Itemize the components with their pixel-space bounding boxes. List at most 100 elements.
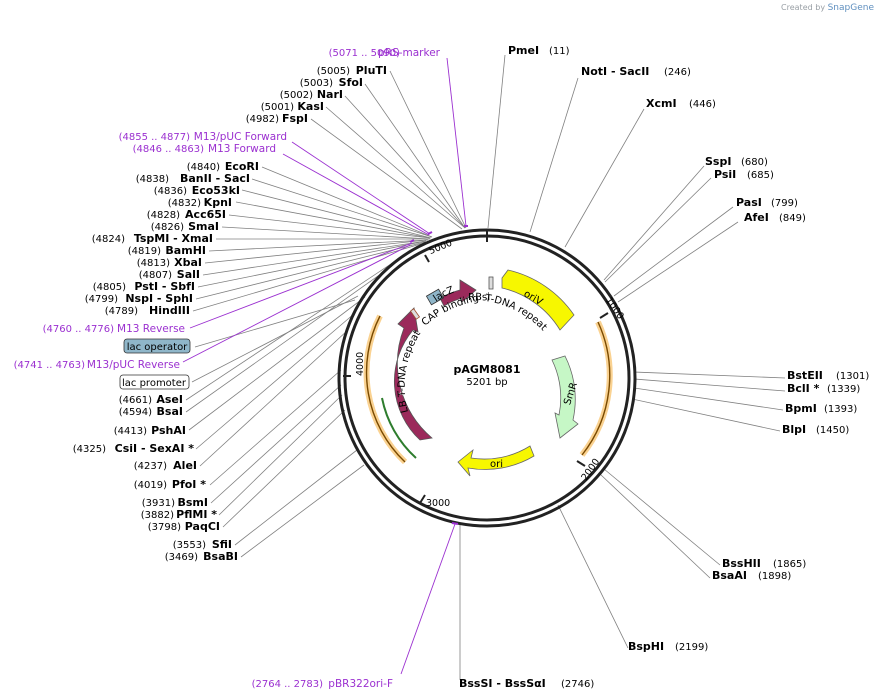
primer-m13puc-name[interactable]: M13/pUC Forward <box>194 131 287 143</box>
primer-pbr-range: (2764 .. 2783) <box>252 679 324 690</box>
tick-4000: 4000 <box>355 352 366 376</box>
site-bsteii-pos: (1301) <box>836 371 869 382</box>
site-bsshii[interactable]: BssHII <box>722 557 761 570</box>
site-bsaai[interactable]: BsaAI <box>712 569 747 582</box>
site-csii[interactable]: CsiI - SexAI * <box>115 442 195 455</box>
site-bsai[interactable]: BsaI <box>157 405 183 418</box>
tick-3000: 3000 <box>426 498 450 509</box>
site-eco53[interactable]: Eco53kI <box>192 184 240 197</box>
site-sali[interactable]: SalI <box>177 268 200 281</box>
site-bsshii-pos: (1865) <box>773 559 806 570</box>
site-pmei[interactable]: PmeI <box>508 44 539 57</box>
site-smai[interactable]: SmaI <box>188 220 219 233</box>
primer-m13pucr-name[interactable]: M13/pUC Reverse <box>87 359 180 371</box>
orange-arc-left-line <box>365 315 406 463</box>
tick-2000: 2000 <box>579 457 602 483</box>
site-kasi[interactable]: KasI <box>297 100 324 113</box>
site-sfii[interactable]: SfiI <box>212 538 232 551</box>
primer-m13r-name[interactable]: M13 Reverse <box>117 323 185 335</box>
site-kasi-pos: (5001) <box>261 102 294 113</box>
site-pflmi[interactable]: PflMI * <box>176 508 217 521</box>
site-nspi-pos: (4799) <box>85 294 118 305</box>
site-alei-pos: (4237) <box>134 461 167 472</box>
position-ticks <box>343 230 609 504</box>
site-bsphi[interactable]: BspHI <box>628 640 664 653</box>
site-xcmi-pos: (446) <box>689 99 716 110</box>
site-pshai[interactable]: PshAI <box>151 424 186 437</box>
site-ecori-pos: (4840) <box>187 162 220 173</box>
site-sspi[interactable]: SspI <box>705 155 731 168</box>
site-pasi-pos: (799) <box>771 198 798 209</box>
feature-lac-operator-mark <box>425 288 445 306</box>
primer-prs-range: (5071 .. 5090) <box>329 48 401 59</box>
site-bpmi-pos: (1393) <box>824 404 857 415</box>
feature-lacZ[interactable] <box>439 279 477 307</box>
feature-trfA[interactable] <box>393 307 433 441</box>
site-hindiii[interactable]: HindIII <box>149 304 190 317</box>
site-xbai-pos: (4813) <box>137 258 170 269</box>
feature-ori[interactable] <box>457 445 535 477</box>
site-pasi[interactable]: PasI <box>736 196 762 209</box>
site-sali-pos: (4807) <box>139 270 172 281</box>
site-xcmi[interactable]: XcmI <box>646 97 677 110</box>
site-fspi-pos: (4982) <box>246 114 279 125</box>
site-asei-pos: (4661) <box>119 395 152 406</box>
feature-oriV[interactable] <box>501 269 575 331</box>
site-psii[interactable]: PsiI <box>714 168 736 181</box>
site-bsmi-pos: (3931) <box>142 498 175 509</box>
primer-leaders <box>182 57 467 675</box>
primer-m13f-range: (4846 .. 4863) <box>133 144 205 155</box>
site-pfoi[interactable]: PfoI * <box>172 478 206 491</box>
primer-pbr-name[interactable]: pBR322ori-F <box>328 678 393 690</box>
site-bamhi[interactable]: BamHI <box>165 244 206 257</box>
plasmid-name: pAGM8081 <box>454 363 521 376</box>
site-pfoi-pos: (4019) <box>134 480 167 491</box>
site-psti[interactable]: PstI - SbfI <box>134 280 195 293</box>
site-blpi[interactable]: BlpI <box>782 423 806 436</box>
primer-m13f-name[interactable]: M13 Forward <box>208 143 276 155</box>
site-pshai-pos: (4413) <box>114 426 147 437</box>
site-bsabi-pos: (3469) <box>165 552 198 563</box>
site-xbai[interactable]: XbaI <box>174 256 202 269</box>
site-nari[interactable]: NarI <box>317 88 343 101</box>
site-banii[interactable]: BanII - SacI <box>180 172 250 185</box>
site-fspi[interactable]: FspI <box>282 112 308 125</box>
site-noti[interactable]: NotI - SacII <box>581 65 649 78</box>
site-bsphi-pos: (2199) <box>675 642 708 653</box>
site-paqci[interactable]: PaqCI <box>185 520 220 533</box>
site-afei[interactable]: AfeI <box>744 211 769 224</box>
site-nspi[interactable]: NspI - SphI <box>125 292 193 305</box>
site-sspi-pos: (680) <box>741 157 768 168</box>
site-psii-pos: (685) <box>747 170 774 181</box>
site-bsabi[interactable]: BsaBI <box>203 550 238 563</box>
site-acc65[interactable]: Acc65I <box>185 208 226 221</box>
primer-marks <box>409 225 468 525</box>
lac-operator-box[interactable] <box>123 338 191 354</box>
site-pmei-pos: (11) <box>549 46 570 57</box>
site-bsssi-pos: (2746) <box>561 679 594 690</box>
site-sfoi-pos: (5003) <box>300 78 333 89</box>
site-asei[interactable]: AseI <box>156 393 183 406</box>
orange-arc-right-line <box>581 321 611 456</box>
site-plut[interactable]: PluTI <box>356 64 387 77</box>
site-eco53-pos: (4836) <box>154 186 187 197</box>
feature-trfA-label: trfA <box>397 377 411 397</box>
site-bpmi[interactable]: BpmI <box>785 402 817 415</box>
site-bsssi[interactable]: BssSI - BssSαI <box>459 677 546 690</box>
site-ecori[interactable]: EcoRI <box>225 160 259 173</box>
site-bsmi[interactable]: BsmI <box>178 496 209 509</box>
site-alei[interactable]: AleI <box>173 459 197 472</box>
snapgene-logo: SnapGene <box>827 3 874 13</box>
feature-ori-label: ori <box>490 459 503 470</box>
site-kpni[interactable]: KpnI <box>204 196 232 209</box>
feature-SmR[interactable] <box>551 355 579 439</box>
site-nari-pos: (5002) <box>280 90 313 101</box>
site-tspmi[interactable]: TspMI - XmaI <box>134 232 213 245</box>
primer-m13puc-range: (4855 .. 4877) <box>119 132 191 143</box>
site-sfoi[interactable]: SfoI <box>339 76 363 89</box>
site-bcli[interactable]: BclI * <box>787 382 820 395</box>
lac-promoter-box[interactable] <box>119 374 190 390</box>
primer-prs-name[interactable]: pRS-marker <box>378 47 441 59</box>
site-bsteii[interactable]: BstEII <box>787 369 823 382</box>
